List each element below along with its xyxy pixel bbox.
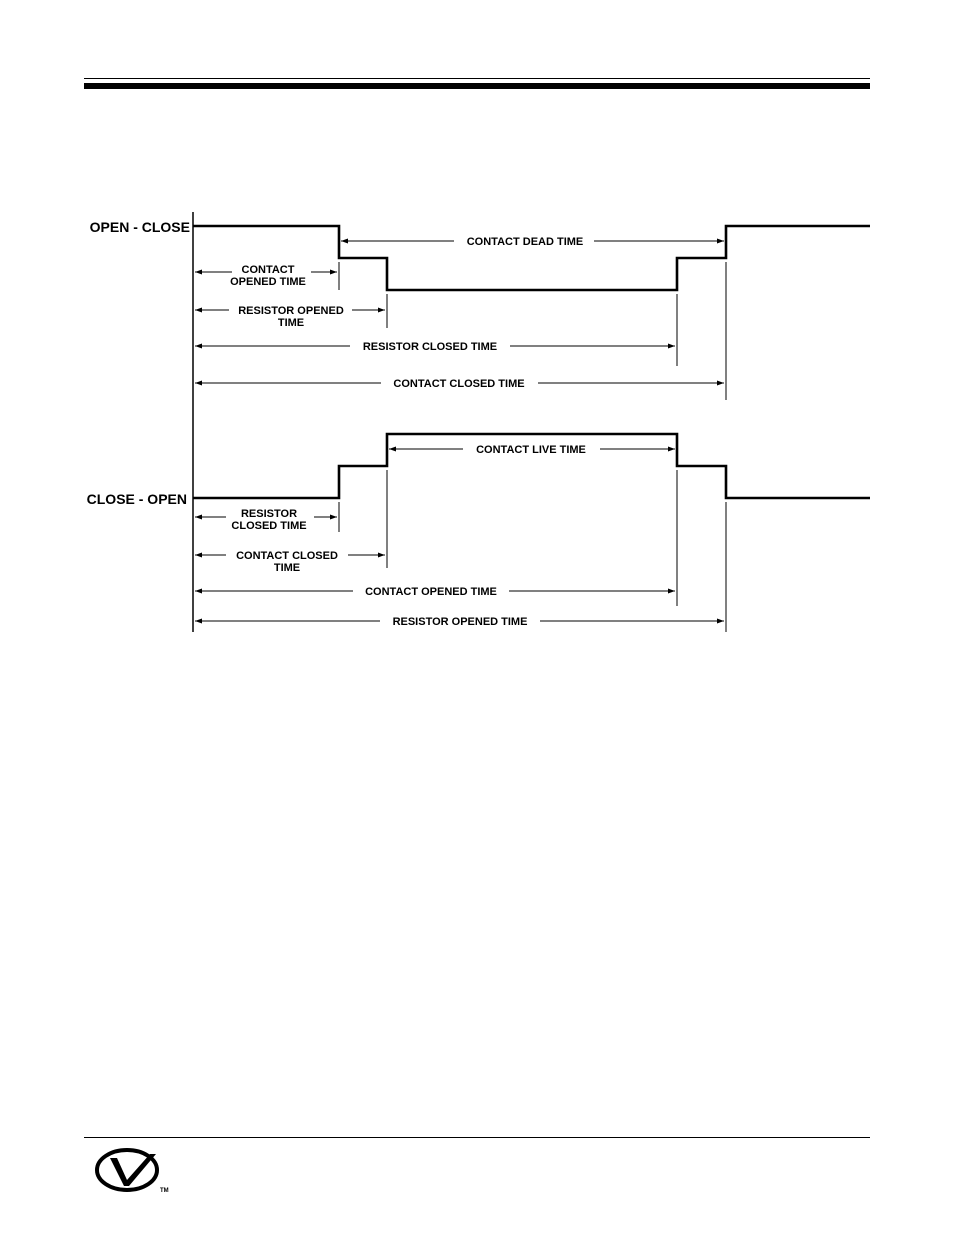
- bottom-extension-lines: [339, 470, 726, 632]
- dim-contact-live-time: CONTACT LIVE TIME: [389, 444, 675, 456]
- logo-trademark: TM: [160, 1188, 169, 1194]
- svg-text:RESISTOR CLOSED TIME: RESISTOR CLOSED TIME: [363, 341, 497, 353]
- svg-text:RESISTOR OPENED: RESISTOR OPENED: [238, 305, 344, 317]
- dim-contact-closed-time-bottom: CONTACT CLOSED TIME: [195, 550, 385, 574]
- dim-contact-opened-time: CONTACT OPENED TIME: [195, 264, 337, 288]
- dim-resistor-opened-time-bottom: RESISTOR OPENED TIME: [195, 616, 724, 628]
- dim-contact-dead-time: CONTACT DEAD TIME: [341, 236, 724, 248]
- svg-text:CONTACT OPENED TIME: CONTACT OPENED TIME: [365, 586, 497, 598]
- svg-text:CONTACT: CONTACT: [242, 264, 295, 276]
- svg-text:RESISTOR: RESISTOR: [241, 508, 297, 520]
- open-close-label: OPEN - CLOSE: [90, 219, 190, 235]
- svg-text:OPENED TIME: OPENED TIME: [230, 276, 306, 288]
- dim-resistor-opened-time: RESISTOR OPENED TIME: [195, 305, 385, 329]
- svg-text:RESISTOR OPENED TIME: RESISTOR OPENED TIME: [393, 616, 528, 628]
- dim-contact-opened-time-bottom: CONTACT OPENED TIME: [195, 586, 675, 598]
- svg-text:CONTACT LIVE TIME: CONTACT LIVE TIME: [476, 444, 586, 456]
- dim-resistor-closed-time-top: RESISTOR CLOSED TIME: [195, 341, 675, 353]
- dim-contact-closed-time-top: CONTACT CLOSED TIME: [195, 378, 724, 390]
- company-logo: TM: [94, 1146, 174, 1198]
- close-open-label: CLOSE - OPEN: [87, 491, 187, 507]
- svg-text:CLOSED TIME: CLOSED TIME: [231, 520, 306, 532]
- svg-text:TIME: TIME: [278, 317, 304, 329]
- svg-text:CONTACT CLOSED: CONTACT CLOSED: [236, 550, 338, 562]
- footer-rule: [84, 1137, 870, 1138]
- svg-text:CONTACT DEAD TIME: CONTACT DEAD TIME: [467, 236, 584, 248]
- dim-resistor-closed-time-bottom: RESISTOR CLOSED TIME: [195, 508, 337, 532]
- svg-text:TIME: TIME: [274, 562, 300, 574]
- svg-text:CONTACT CLOSED TIME: CONTACT CLOSED TIME: [393, 378, 524, 390]
